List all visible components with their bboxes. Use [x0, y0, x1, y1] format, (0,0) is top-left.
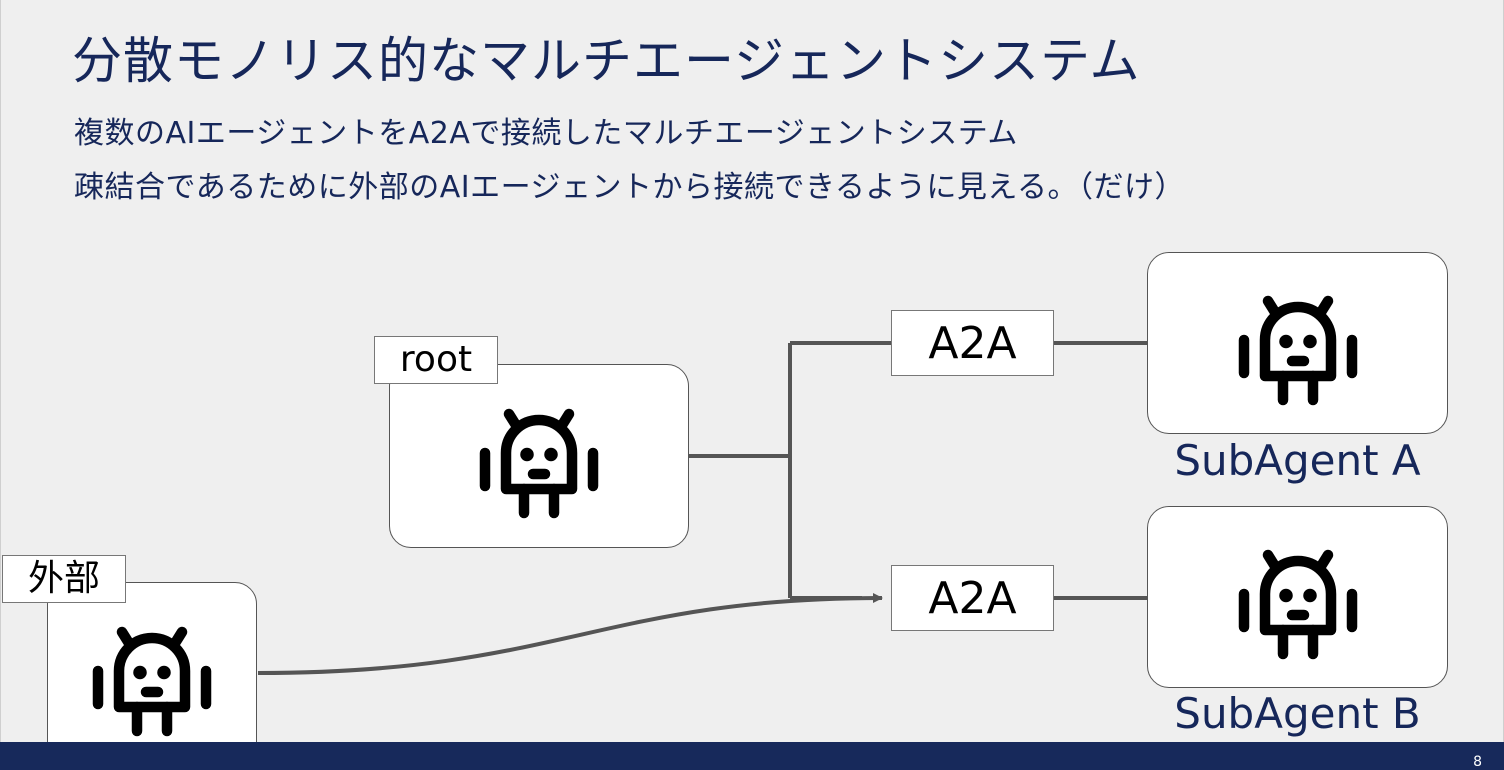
- external-agent-box: [47, 582, 257, 766]
- subagent-a-box: [1147, 252, 1448, 434]
- subagent-b-box: [1147, 506, 1448, 688]
- android-robot-icon: [1238, 549, 1357, 660]
- root-agent-box: [389, 364, 689, 548]
- subtitle-line-2: 疎結合であるために外部のAIエージェントから接続できるように見える。（だけ）: [74, 170, 1185, 205]
- android-robot-icon: [1238, 295, 1357, 406]
- slide-border-left: [0, 0, 1, 742]
- page-number: 8: [1473, 754, 1482, 770]
- external-tag: 外部: [2, 555, 126, 603]
- android-robot-icon: [479, 408, 599, 519]
- a2a-label-top: A2A: [891, 310, 1054, 376]
- android-robot-icon: [92, 626, 212, 737]
- subagent-b-caption: SubAgent B: [1174, 689, 1421, 738]
- a2a-label-bottom: A2A: [891, 565, 1054, 631]
- subtitle-line-1: 複数のAIエージェントをA2Aで接続したマルチエージェントシステム: [74, 116, 1018, 151]
- footer-bar: [0, 742, 1504, 770]
- external-to-a2a-arrow: [257, 593, 883, 675]
- subagent-a-caption: SubAgent A: [1174, 436, 1421, 485]
- slide-title: 分散モノリス的なマルチエージェントシステム: [72, 32, 1141, 90]
- root-tag: root: [374, 336, 498, 384]
